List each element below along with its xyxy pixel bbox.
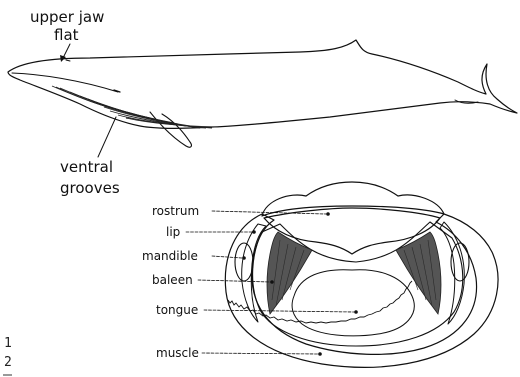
baleen-left	[267, 232, 312, 314]
baleen-dot	[270, 280, 274, 284]
label-mandible: mandible	[142, 249, 198, 263]
head-cross-section	[225, 182, 498, 367]
pectoral-flipper	[150, 112, 191, 147]
head-dome	[262, 182, 444, 216]
label-ventral: ventral	[60, 158, 113, 176]
mandible-leader	[212, 256, 242, 258]
ventral-grooves	[52, 86, 218, 128]
baleen-leader	[198, 280, 270, 282]
muscle-dot	[318, 352, 322, 356]
whale-side-view	[8, 40, 517, 147]
mandible-left	[235, 243, 253, 281]
serrated-outer-edge	[228, 281, 412, 323]
tongue-leader	[204, 310, 354, 312]
label-muscle: muscle	[156, 346, 199, 360]
mandible-dot	[242, 256, 246, 260]
margin-number-1: 1	[4, 336, 12, 351]
label-flat: flat	[54, 26, 79, 44]
label-baleen: baleen	[152, 273, 193, 287]
upper-jaw-leader	[63, 44, 70, 58]
baleen-right	[396, 232, 441, 314]
lip-left	[242, 224, 266, 322]
muscle-leader	[202, 353, 318, 354]
label-lip: lip	[166, 225, 180, 239]
rostrum-dot	[326, 212, 330, 216]
ventral-leader	[98, 117, 116, 157]
label-rostrum: rostrum	[152, 204, 199, 218]
tongue	[292, 270, 414, 336]
label-upper-jaw: upper jaw	[30, 8, 104, 26]
muscle-layer	[225, 214, 498, 367]
margin-number-2: 2	[4, 355, 12, 370]
blowhole	[66, 60, 70, 61]
tongue-dot	[354, 310, 358, 314]
lip-dot	[252, 230, 256, 234]
label-grooves: grooves	[60, 179, 120, 197]
label-tongue: tongue	[156, 303, 198, 317]
whale-body-outline	[8, 40, 517, 128]
